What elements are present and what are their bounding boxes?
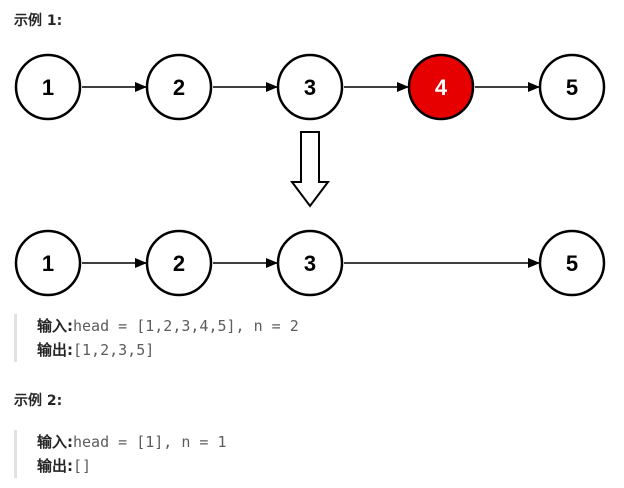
list-node: 2 bbox=[145, 229, 213, 297]
input-value: head = [1,2,3,4,5], n = 2 bbox=[73, 317, 299, 335]
node-value: 2 bbox=[173, 75, 185, 100]
example-2-title: 示例 2: bbox=[14, 393, 63, 409]
input-label: 输入: bbox=[37, 433, 73, 451]
down-arrow-icon bbox=[290, 131, 330, 208]
list-node: 3 bbox=[276, 229, 344, 297]
list-node: 5 bbox=[538, 53, 606, 121]
list-node: 2 bbox=[145, 53, 213, 121]
node-value: 1 bbox=[42, 75, 54, 100]
output-value: [] bbox=[73, 457, 92, 475]
list-node: 1 bbox=[14, 229, 82, 297]
output-row: 输出:[] bbox=[37, 454, 227, 478]
linked-list-diagram: 1 2 3 4 5 1 2 3 5 bbox=[14, 53, 606, 297]
node-value: 3 bbox=[304, 251, 316, 276]
output-label: 输出: bbox=[37, 341, 73, 359]
output-label: 输出: bbox=[37, 457, 73, 475]
input-row: 输入:head = [1,2,3,4,5], n = 2 bbox=[37, 314, 299, 338]
example-2-io-block: 输入:head = [1], n = 1 输出:[] bbox=[14, 430, 227, 478]
node-value: 1 bbox=[42, 251, 54, 276]
list-node: 5 bbox=[538, 229, 606, 297]
example-1-title: 示例 1: bbox=[14, 13, 63, 29]
input-row: 输入:head = [1], n = 1 bbox=[37, 430, 227, 454]
output-value: [1,2,3,5] bbox=[73, 341, 155, 359]
removed-node: 4 bbox=[407, 53, 475, 121]
node-value: 3 bbox=[304, 75, 316, 100]
input-value: head = [1], n = 1 bbox=[73, 433, 227, 451]
node-value: 4 bbox=[435, 75, 448, 100]
list-node: 1 bbox=[14, 53, 82, 121]
node-value: 2 bbox=[173, 251, 185, 276]
example-1-io-block: 输入:head = [1,2,3,4,5], n = 2 输出:[1,2,3,5… bbox=[14, 314, 299, 362]
node-value: 5 bbox=[566, 75, 578, 100]
input-label: 输入: bbox=[37, 317, 73, 335]
node-value: 5 bbox=[566, 251, 578, 276]
output-row: 输出:[1,2,3,5] bbox=[37, 338, 299, 362]
list-node: 3 bbox=[276, 53, 344, 121]
